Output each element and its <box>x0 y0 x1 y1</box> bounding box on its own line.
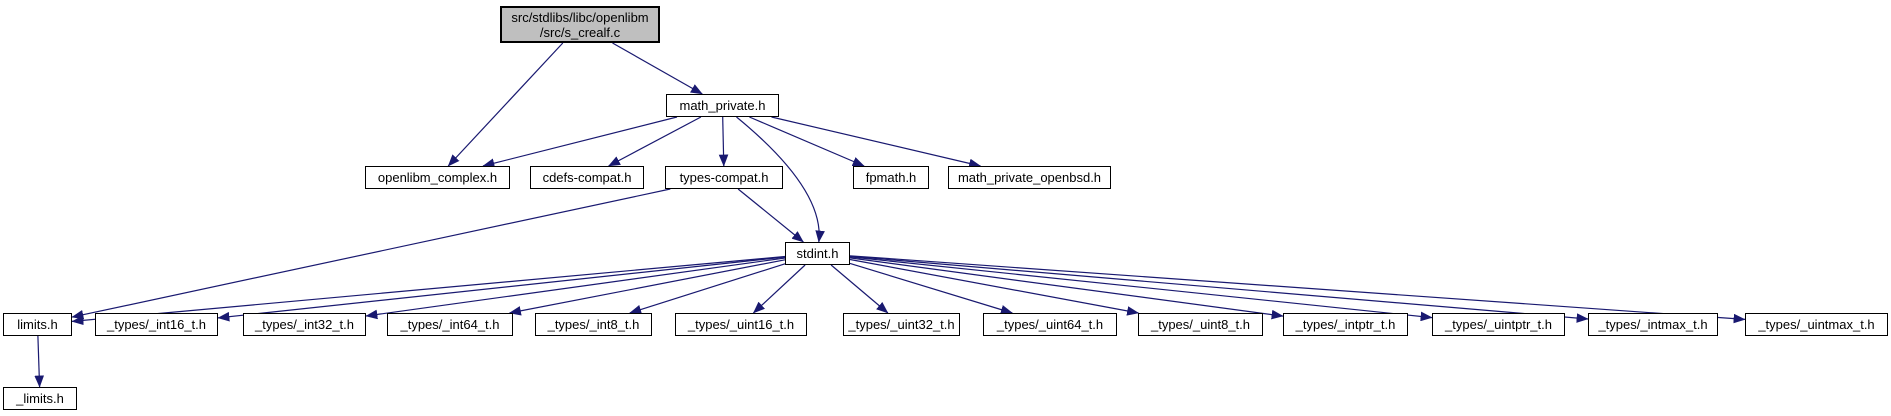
node-uintmax_t_h[interactable]: _types/_uintmax_t.h <box>1745 313 1888 336</box>
edge-math_private_h-to-cdefs_compat_h <box>608 116 702 167</box>
node-openlibm_complex_h[interactable]: openlibm_complex.h <box>365 166 510 189</box>
edge-stdint_h-to-int64_t_h <box>508 259 786 316</box>
edge-stdint_h-to-intptr_t_h <box>849 257 1284 320</box>
edge-math_private_h-to-stdint_h <box>736 116 825 243</box>
edge-types_compat_h-to-limits_h <box>71 188 671 320</box>
node-stdint_h[interactable]: stdint.h <box>785 242 850 265</box>
node-fpmath_h[interactable]: fpmath.h <box>853 166 929 189</box>
edge-stdint_h-to-intmax_t_h <box>849 255 1589 323</box>
node-int64_t_h[interactable]: _types/_int64_t.h <box>387 313 513 336</box>
edge-stdint_h-to-uint32_t_h <box>830 264 889 314</box>
edge-stdint_h-to-uint16_t_h <box>752 264 806 314</box>
node-int8_t_h[interactable]: _types/_int8_t.h <box>535 313 652 336</box>
edge-math_private_h-to-math_private_openbsd_h <box>771 116 982 169</box>
edge-stdint_h-to-uint8_t_h <box>849 258 1140 316</box>
edge-math_private_h-to-openlibm_complex_h <box>482 116 678 168</box>
edge-math_private_h-to-fpmath_h <box>749 116 865 167</box>
edge-stdint_h-to-int32_t_h <box>365 257 786 320</box>
edge-limits_h-to-limits2_h <box>34 335 45 388</box>
node-types_compat_h[interactable]: types-compat.h <box>665 166 783 189</box>
node-uint16_t_h[interactable]: _types/_uint16_t.h <box>675 313 807 336</box>
edge-stdint_h-to-int8_t_h <box>629 263 786 315</box>
edge-stdint_h-to-uint64_t_h <box>849 262 1013 315</box>
node-intmax_t_h[interactable]: _types/_intmax_t.h <box>1588 313 1718 336</box>
edge-math_private_h-to-types_compat_h <box>718 116 729 167</box>
node-intptr_t_h[interactable]: _types/_intptr_t.h <box>1283 313 1408 336</box>
edge-stdint_h-to-limits_h <box>71 255 786 326</box>
node-uintptr_t_h[interactable]: _types/_uintptr_t.h <box>1432 313 1565 336</box>
node-int16_t_h[interactable]: _types/_int16_t.h <box>95 313 218 336</box>
edge-s_crealf_c-to-math_private_h <box>612 42 703 95</box>
node-limits_h[interactable]: limits.h <box>3 313 72 336</box>
edge-types_compat_h-to-stdint_h <box>737 188 804 243</box>
node-uint64_t_h[interactable]: _types/_uint64_t.h <box>983 313 1117 336</box>
node-limits2_h[interactable]: _limits.h <box>3 387 77 410</box>
node-cdefs_compat_h[interactable]: cdefs-compat.h <box>530 166 644 189</box>
edge-stdint_h-to-int16_t_h <box>217 256 786 322</box>
edge-s_crealf_c-to-openlibm_complex_h <box>447 42 564 167</box>
node-math_private_openbsd_h[interactable]: math_private_openbsd.h <box>948 166 1111 189</box>
node-uint8_t_h[interactable]: _types/_uint8_t.h <box>1138 313 1263 336</box>
node-s_crealf_c[interactable]: src/stdlibs/libc/openlibm /src/s_crealf.… <box>500 6 660 43</box>
edge-stdint_h-to-uintptr_t_h <box>849 256 1433 322</box>
node-uint32_t_h[interactable]: _types/_uint32_t.h <box>843 313 960 336</box>
node-int32_t_h[interactable]: _types/_int32_t.h <box>243 313 366 336</box>
node-math_private_h[interactable]: math_private.h <box>666 94 779 117</box>
edge-stdint_h-to-uintmax_t_h <box>849 255 1746 324</box>
